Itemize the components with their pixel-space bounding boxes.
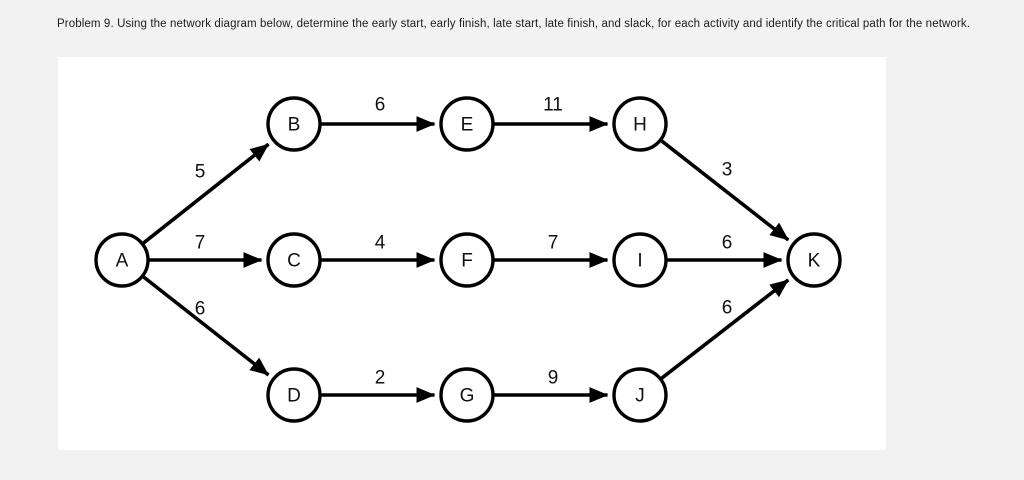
edge-label-d-g: 2: [375, 368, 386, 389]
node-circle-j: [612, 367, 668, 423]
node-circle-i: [612, 232, 668, 288]
node-label-b: B: [288, 115, 301, 136]
network-diagram-panel: 5 7 6 6 4 2 11 7 9 3 6 6 A B C D E F G H I J K: [58, 57, 886, 450]
edges-layer: [142, 116, 790, 403]
node-circle-b: [266, 96, 322, 152]
edge-labels-layer: 5 7 6 6 4 2 11 7 9 3 6 6: [195, 95, 733, 389]
node-label-e: E: [461, 115, 474, 136]
node-label-k: K: [808, 251, 821, 272]
node-j[interactable]: J: [612, 367, 668, 423]
network-diagram-svg: 5 7 6 6 4 2 11 7 9 3 6 6 A B C D E F G H I J K: [94, 95, 842, 423]
node-label-j: J: [635, 386, 645, 407]
node-label-i: I: [637, 251, 642, 272]
edge-label-a-d: 6: [195, 299, 206, 320]
edge-a-to-b: [142, 142, 270, 245]
node-a[interactable]: A: [94, 232, 150, 288]
edge-label-a-b: 5: [195, 162, 206, 183]
edge-h-to-k: [660, 139, 790, 242]
node-circle-h: [612, 96, 668, 152]
edge-label-e-h: 11: [543, 95, 563, 116]
edge-j-to-k: [660, 278, 790, 380]
node-label-g: G: [460, 386, 475, 407]
node-label-c: C: [287, 251, 301, 272]
node-circle-e: [439, 96, 495, 152]
edge-label-f-i: 7: [548, 233, 559, 254]
problem-statement: Problem 9. Using the network diagram bel…: [57, 18, 971, 30]
node-d[interactable]: D: [266, 367, 322, 423]
node-circle-c: [266, 232, 322, 288]
node-i[interactable]: I: [612, 232, 668, 288]
node-circle-g: [439, 367, 495, 423]
edge-a-to-d: [142, 275, 270, 377]
edge-label-a-c: 7: [195, 233, 206, 254]
node-k[interactable]: K: [786, 232, 842, 288]
edge-label-i-k: 6: [722, 233, 733, 254]
edge-label-j-k: 6: [722, 298, 733, 319]
edge-label-b-e: 6: [375, 95, 386, 116]
node-e[interactable]: E: [439, 96, 495, 152]
edge-label-c-f: 4: [375, 233, 386, 254]
node-circle-a: [94, 232, 150, 288]
edge-label-h-k: 3: [722, 160, 733, 181]
node-label-h: H: [633, 115, 647, 136]
node-g[interactable]: G: [439, 367, 495, 423]
nodes-layer: A B C D E F G H I J K: [94, 96, 842, 423]
node-label-a: A: [116, 251, 129, 272]
node-circle-k: [786, 232, 842, 288]
node-f[interactable]: F: [439, 232, 495, 288]
node-b[interactable]: B: [266, 96, 322, 152]
node-circle-d: [266, 367, 322, 423]
edge-label-g-j: 9: [548, 368, 559, 389]
node-circle-f: [439, 232, 495, 288]
node-label-f: F: [461, 251, 473, 272]
node-h[interactable]: H: [612, 96, 668, 152]
node-label-d: D: [287, 386, 301, 407]
node-c[interactable]: C: [266, 232, 322, 288]
